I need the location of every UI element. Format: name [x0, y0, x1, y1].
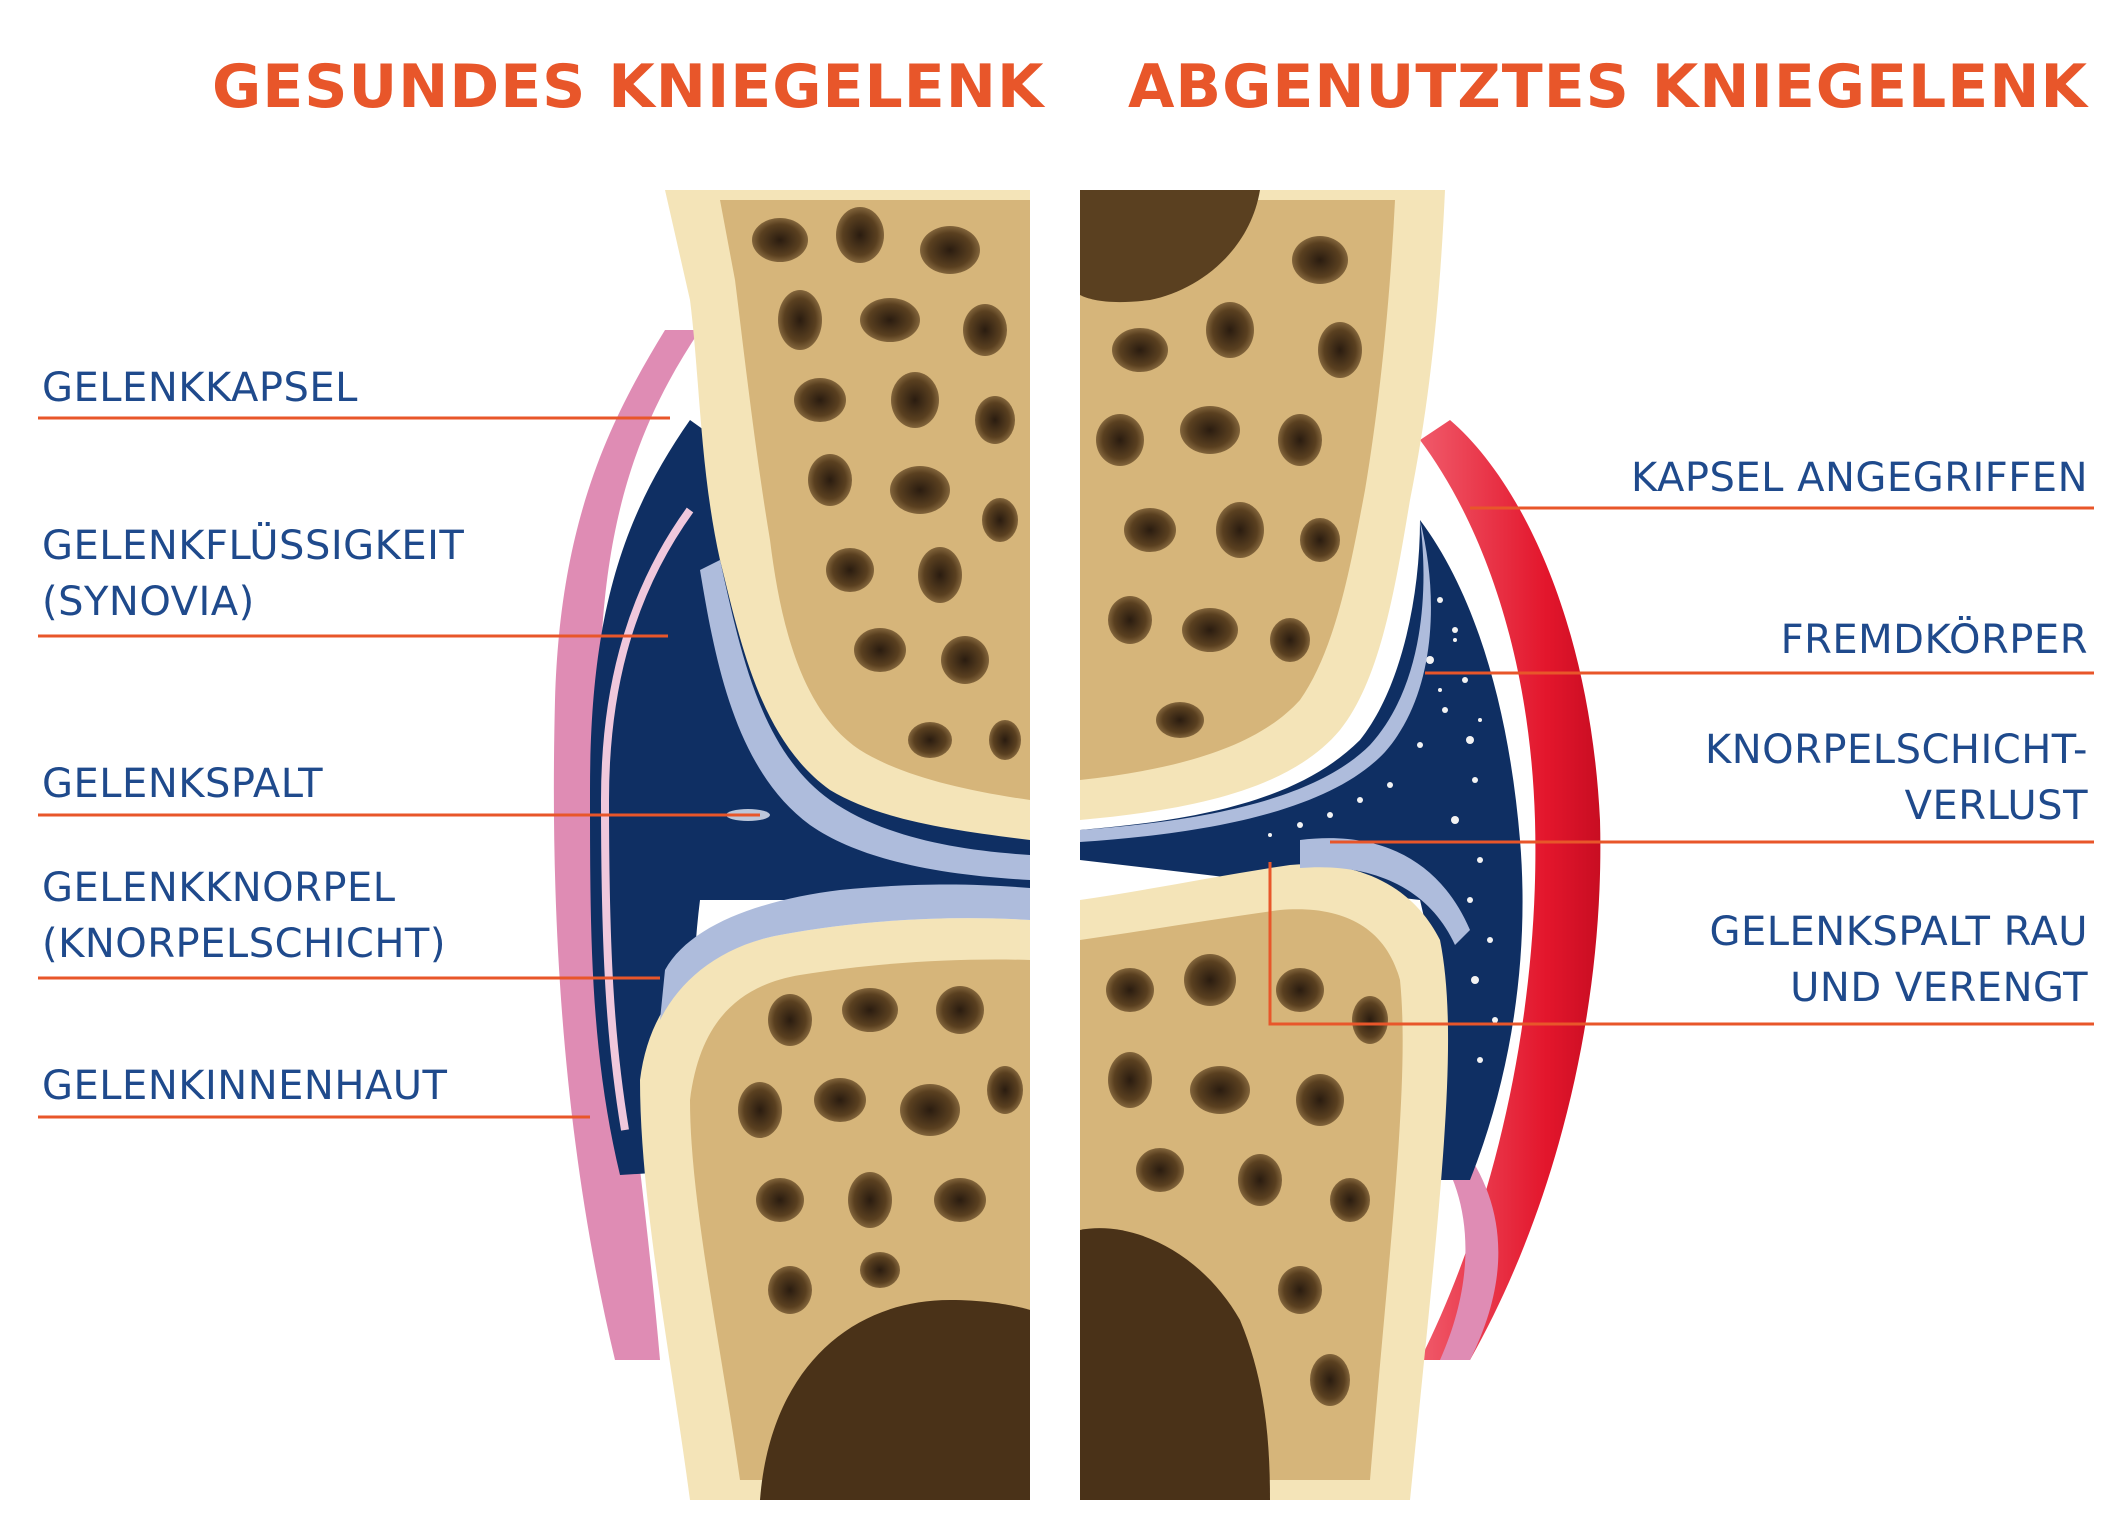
label-gelenkspalt: GELENKSPALT [42, 756, 323, 812]
label-line: KAPSEL ANGEGRIFFEN [1630, 455, 2088, 501]
worn-bone-pores [1096, 236, 1388, 1406]
healthy-femur-cartilage [700, 560, 1030, 880]
label-kapsel-angegriffen: KAPSEL ANGEGRIFFEN [1631, 450, 2088, 506]
leader-lines [38, 416, 2094, 1119]
label-line: GELENKKNORPEL [42, 865, 396, 911]
worn-foreign-bodies [1268, 597, 1498, 1063]
healthy-inner-membrane [600, 507, 694, 1131]
worn-femur-cavity [1080, 190, 1260, 303]
label-line: GELENKINNENHAUT [42, 1063, 448, 1109]
label-gelenkinnenhaut: GELENKINNENHAUT [42, 1058, 447, 1114]
healthy-tibia-cartilage [660, 884, 1030, 1020]
label-knorpelschicht-verlust: KNORPELSCHICHT- VERLUST [1705, 722, 2088, 834]
label-line: UND VERENGT [1790, 965, 2088, 1011]
label-line: KNORPELSCHICHT- [1704, 727, 2088, 773]
label-gelenkkapsel: GELENKKAPSEL [42, 360, 358, 416]
heading-healthy: GESUNDES KNIEGELENK [212, 52, 1045, 122]
label-line: (KNORPELSCHICHT) [42, 921, 446, 967]
label-line: GELENKFLÜSSIGKEIT [42, 523, 465, 569]
worn-marrow-cavity [1080, 1228, 1270, 1500]
label-line: GELENKSPALT RAU [1709, 909, 2088, 955]
worn-capsule [1420, 420, 1601, 1360]
worn-joint [1080, 190, 1601, 1500]
label-line: FREMDKÖRPER [1780, 617, 2088, 663]
label-line: GELENKSPALT [42, 761, 324, 807]
label-line: (SYNOVIA) [42, 579, 255, 625]
label-gelenkknorpel: GELENKKNORPEL (KNORPELSCHICHT) [42, 860, 446, 972]
leader-gelenkspalt-rau [1268, 862, 2094, 1026]
healthy-bone-pores [738, 207, 1023, 1314]
worn-tibia-cartilage [1300, 838, 1470, 945]
heading-worn: ABGENUTZTES KNIEGELENK [1128, 52, 2088, 122]
healthy-marrow-cavity [760, 1300, 1030, 1500]
label-fremdkoerper: FREMDKÖRPER [1781, 612, 2088, 668]
healthy-capsule [553, 330, 700, 1360]
label-line: GELENKKAPSEL [42, 365, 358, 411]
healthy-joint [553, 190, 1030, 1500]
label-gelenkfluessigkeit: GELENKFLÜSSIGKEIT (SYNOVIA) [42, 518, 464, 630]
label-line: VERLUST [1904, 783, 2088, 829]
worn-capsule-lower [1430, 1120, 1499, 1360]
label-gelenkspalt-rau: GELENKSPALT RAU UND VERENGT [1709, 904, 2088, 1016]
